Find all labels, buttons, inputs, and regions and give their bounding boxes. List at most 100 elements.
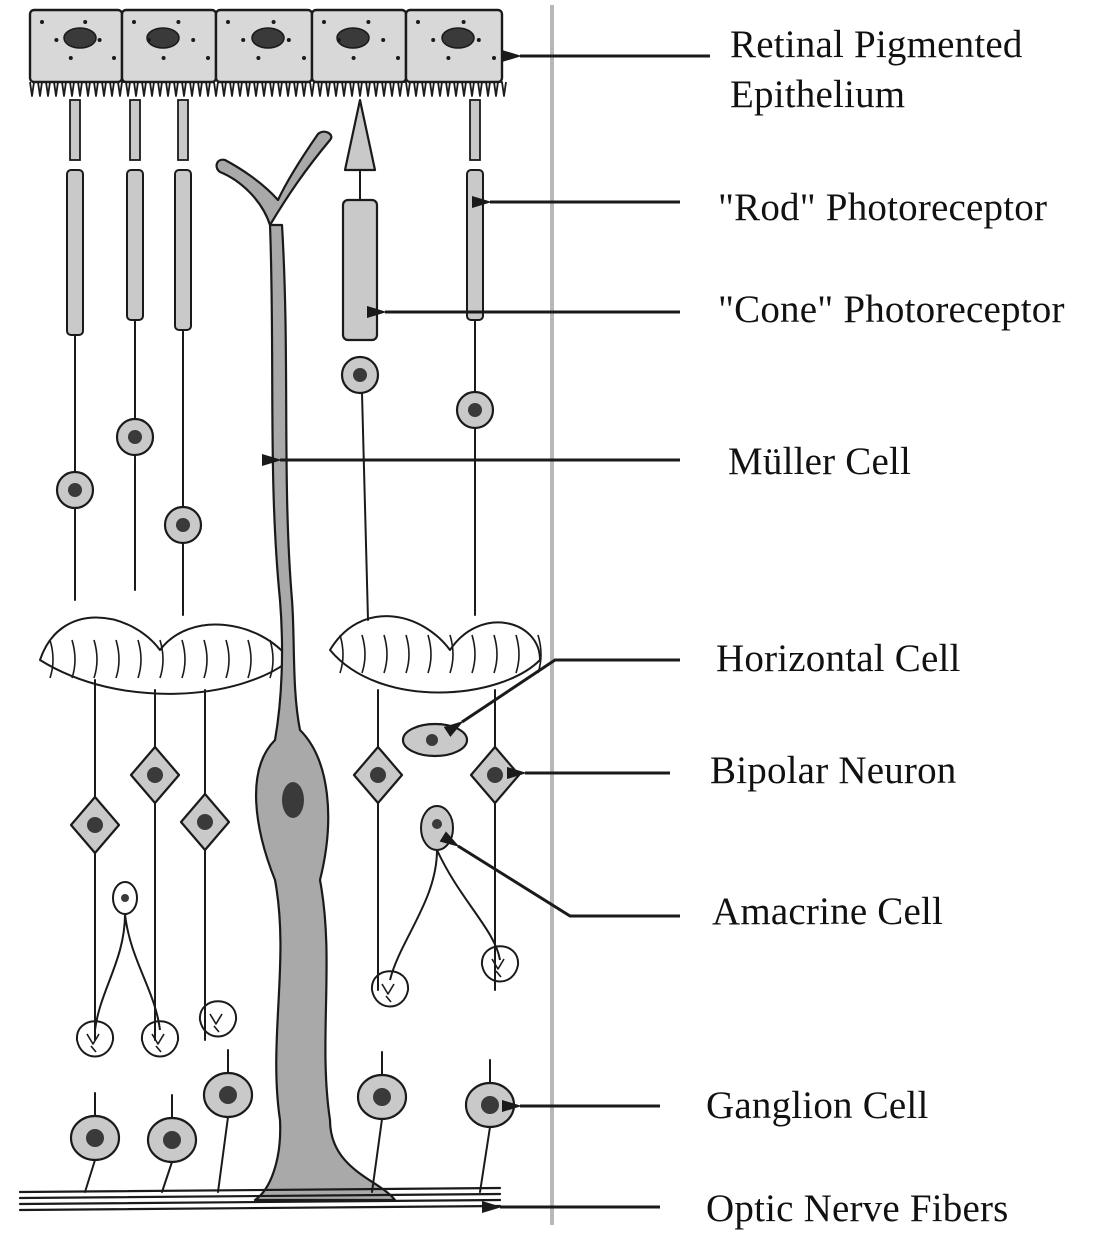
synaptic-terminal	[248, 640, 251, 678]
bipolar-nucleus	[487, 767, 503, 783]
pigment-granule	[191, 38, 195, 42]
pigment-granule	[40, 20, 44, 24]
synaptic-terminal	[226, 640, 229, 678]
label-bipolar-neuron: Bipolar Neuron	[710, 746, 957, 796]
epithelial-nucleus	[252, 28, 284, 48]
bipolar-nucleus	[87, 817, 103, 833]
amacrine-nucleus	[432, 819, 442, 829]
epithelium-microvilli	[30, 82, 506, 96]
pigment-granule	[431, 38, 435, 42]
rod-inner-segment	[130, 100, 140, 160]
pigment-granule	[352, 56, 356, 60]
ganglion-axon	[480, 1127, 490, 1192]
pigment-granule	[226, 20, 230, 24]
synaptic-terminal	[494, 635, 497, 673]
ganglion-nucleus	[373, 1088, 391, 1106]
pigment-granule	[446, 56, 450, 60]
synaptic-terminal	[428, 635, 431, 673]
rod-inner-segment	[70, 100, 80, 160]
pigment-granule	[69, 56, 73, 60]
rod-nucleus	[68, 483, 82, 497]
rod-outer-segment	[175, 170, 191, 330]
epithelial-nucleus	[64, 28, 96, 48]
pigment-granule	[176, 20, 180, 24]
pigment-granule	[54, 38, 58, 42]
muller-cell-apical-processes	[217, 132, 332, 225]
bipolar-nucleus	[147, 767, 163, 783]
pigment-granule	[302, 56, 306, 60]
pigment-granule	[337, 38, 341, 42]
pigment-granule	[366, 20, 370, 24]
rod-photoreceptor	[117, 100, 153, 590]
ganglion-axon	[85, 1160, 95, 1192]
pigment-granule	[132, 20, 136, 24]
label-cone-photoreceptor: "Cone" Photoreceptor	[718, 285, 1065, 335]
epithelial-nucleus	[442, 28, 474, 48]
synaptic-terminal	[50, 640, 53, 678]
rod-inner-segment	[178, 100, 188, 160]
bipolar-nucleus	[197, 814, 213, 830]
synaptic-terminal	[516, 635, 519, 673]
label-muller-cell: Müller Cell	[728, 437, 911, 487]
ganglion-nucleus	[86, 1129, 104, 1147]
rod-nucleus	[176, 518, 190, 532]
pigment-granule	[98, 38, 102, 42]
pigment-granule	[206, 56, 210, 60]
synaptic-branch	[382, 984, 394, 1002]
synaptic-terminal	[116, 640, 119, 678]
ganglion-cell	[204, 1050, 252, 1192]
pigment-granule	[112, 56, 116, 60]
optic-nerve-fiber	[20, 1188, 500, 1192]
synaptic-terminal	[182, 640, 185, 678]
ganglion-nucleus	[481, 1096, 499, 1114]
amacrine-process	[95, 914, 160, 1030]
synaptic-terminal	[450, 635, 453, 673]
pigment-granule	[492, 56, 496, 60]
epithelium-layer	[30, 10, 506, 96]
bipolar-nucleus	[370, 767, 386, 783]
cone-axon	[362, 393, 368, 620]
pigment-granule	[147, 38, 151, 42]
rod-inner-segment	[470, 100, 480, 160]
amacrine-nucleus	[121, 894, 129, 902]
rod-photoreceptor	[57, 100, 93, 600]
bipolar-neuron	[71, 680, 119, 1040]
label-retinal-pigmented-epithelium: Retinal Pigmented Epithelium	[730, 20, 1023, 120]
bipolar-neuron	[131, 690, 179, 1040]
synaptic-branch	[210, 1014, 222, 1032]
optic-nerve-fiber	[20, 1206, 500, 1210]
pigment-granule	[241, 38, 245, 42]
ganglion-cell	[148, 1095, 196, 1192]
ganglion-nucleus	[219, 1086, 237, 1104]
cone-nucleus	[353, 368, 367, 382]
pigment-granule	[83, 20, 87, 24]
ganglion-cell	[358, 1052, 406, 1192]
pigment-granule	[322, 20, 326, 24]
ganglion-axon	[372, 1119, 382, 1192]
amacrine-process	[390, 850, 500, 980]
bipolar-neuron	[181, 690, 229, 1040]
label-rod-photoreceptor: "Rod" Photoreceptor	[718, 183, 1047, 233]
epithelial-nucleus	[147, 28, 179, 48]
ganglion-axon	[218, 1117, 228, 1192]
arrow-amacrine	[458, 846, 680, 916]
horizontal-cell-nucleus	[426, 734, 438, 746]
pigment-granule	[416, 20, 420, 24]
rod-photoreceptor	[165, 100, 201, 615]
horizontal-dendrite-web-left	[40, 618, 290, 694]
synaptic-terminal	[362, 635, 365, 673]
rod-outer-segment	[467, 170, 483, 320]
cone-photoreceptor	[342, 100, 378, 620]
pigment-granule	[162, 56, 166, 60]
synaptic-terminal	[340, 635, 343, 673]
rod-nucleus	[468, 403, 482, 417]
synaptic-branch	[492, 959, 504, 977]
pigment-granule	[287, 38, 291, 42]
rod-nucleus	[128, 430, 142, 444]
pigment-granule	[462, 20, 466, 24]
synaptic-terminal	[94, 640, 97, 678]
synaptic-terminal	[204, 640, 207, 678]
horizontal-dendrite-web-right	[330, 616, 540, 692]
ganglion-cell	[71, 1093, 119, 1192]
cone-inner-segment	[343, 200, 377, 340]
